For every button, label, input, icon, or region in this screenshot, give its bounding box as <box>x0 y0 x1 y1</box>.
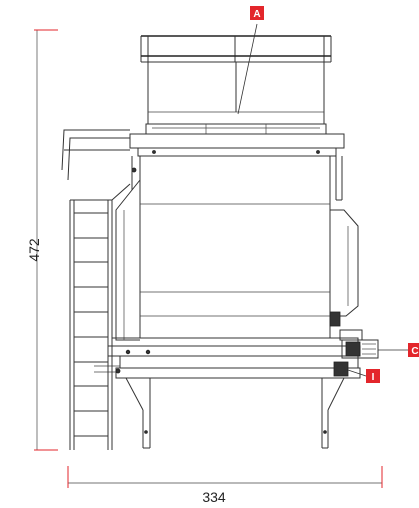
width-dimension: 334 <box>67 466 383 505</box>
support-legs <box>125 377 345 449</box>
callout-a-label: A <box>253 9 260 20</box>
height-dimension-label: 472 <box>26 238 42 262</box>
top-hopper <box>129 35 345 173</box>
motor-assembly <box>333 329 379 377</box>
main-body <box>115 148 359 341</box>
callout-i: I <box>347 369 380 383</box>
callout-c-badge <box>408 343 419 357</box>
access-ladder <box>61 129 131 450</box>
callout-c-label: C <box>411 346 418 357</box>
callout-i-label: I <box>372 372 375 383</box>
height-dimension: 472 <box>26 29 58 451</box>
callout-a-badge <box>250 6 264 20</box>
callout-c: C <box>378 343 419 357</box>
width-dimension-label: 334 <box>202 489 226 505</box>
callout-a: A <box>237 6 264 115</box>
callout-i-badge <box>366 369 380 383</box>
lower-channel <box>94 337 361 379</box>
